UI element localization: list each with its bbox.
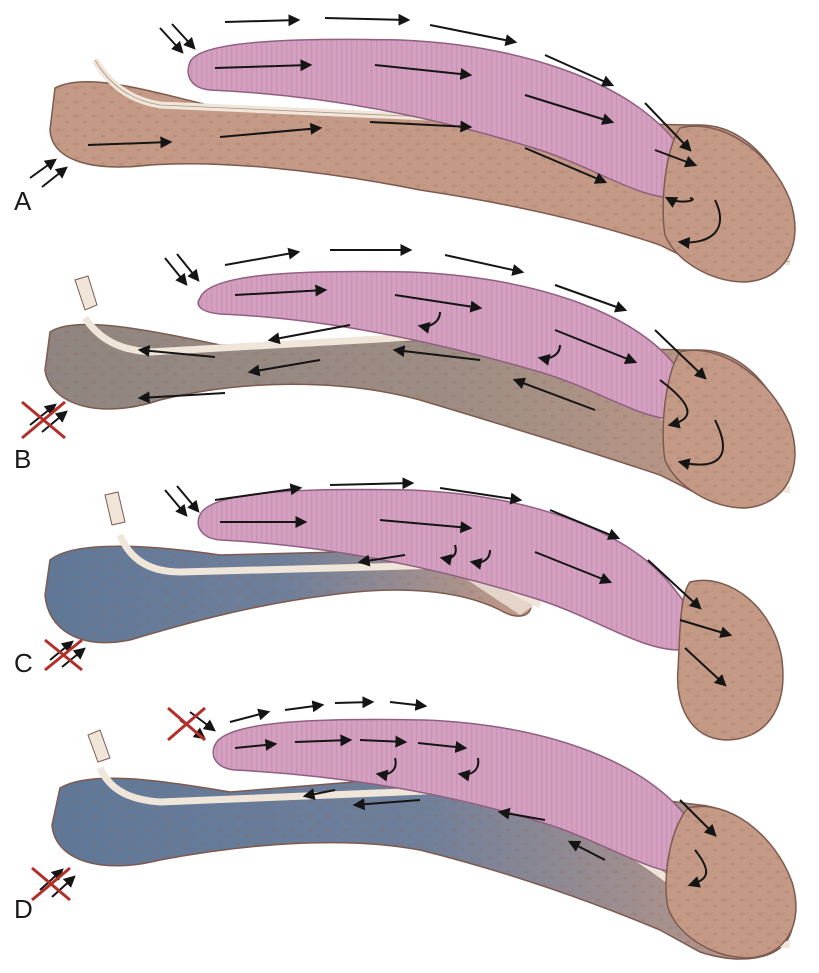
flow-arrows-c xyxy=(164,477,733,687)
panel-b: B xyxy=(14,244,796,509)
panel-label-b: B xyxy=(14,444,31,474)
panel-a: A xyxy=(14,13,796,283)
blocked-inflow-icon-d xyxy=(31,866,76,902)
blocked-inflow-icon-c xyxy=(44,638,86,672)
panel-label-a: A xyxy=(14,186,32,216)
blocked-inflow-icon-b xyxy=(21,400,68,440)
panel-label-c: C xyxy=(14,648,33,678)
blocked-inflow-icon-d-top xyxy=(167,706,216,742)
flow-arrows-a xyxy=(29,13,721,249)
urethra-cut-c xyxy=(104,491,126,526)
panel-d: D xyxy=(14,696,797,960)
urethra-cut-d xyxy=(87,729,111,763)
panel-label-d: D xyxy=(14,894,33,924)
flow-arrows-d xyxy=(229,696,717,888)
panel-c: C xyxy=(14,477,784,741)
flow-arrows-b xyxy=(137,244,724,470)
urethra-cut-b xyxy=(74,275,98,311)
spongy-split-wedge-c xyxy=(460,575,545,615)
